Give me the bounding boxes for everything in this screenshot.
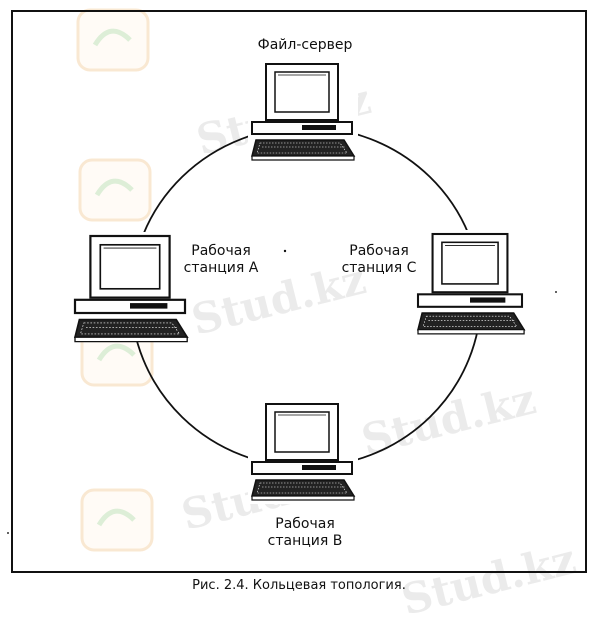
- computer-icon-file-server: [248, 60, 358, 164]
- label-station-b: Рабочая станция B: [250, 516, 360, 550]
- figure-caption: Рис. 2.4. Кольцевая топология.: [192, 578, 406, 593]
- label-line: станция C: [341, 260, 417, 276]
- ring-topology-figure: Stud.kz Stud.kz Stud.kz Stud.kz Stud.kz: [7, 8, 587, 625]
- figure-frame: [11, 10, 587, 573]
- computer-icon-station-c: [414, 230, 526, 335]
- label-line: станция B: [267, 533, 343, 549]
- label-line: Рабочая: [275, 516, 335, 532]
- label-line: станция A: [183, 260, 259, 276]
- label-station-c: Рабочая станция C: [331, 243, 427, 277]
- label-station-a: Рабочая станция A: [173, 243, 269, 277]
- diagram-svg: [7, 10, 587, 573]
- computer-icon-station-a: [71, 232, 189, 343]
- computer-icon-station-b: [248, 400, 358, 504]
- label-file-server: Файл-сервер: [257, 37, 353, 53]
- watermark-logo-icon: [76, 8, 154, 552]
- label-line: Рабочая: [349, 243, 409, 259]
- label-line: Рабочая: [191, 243, 251, 259]
